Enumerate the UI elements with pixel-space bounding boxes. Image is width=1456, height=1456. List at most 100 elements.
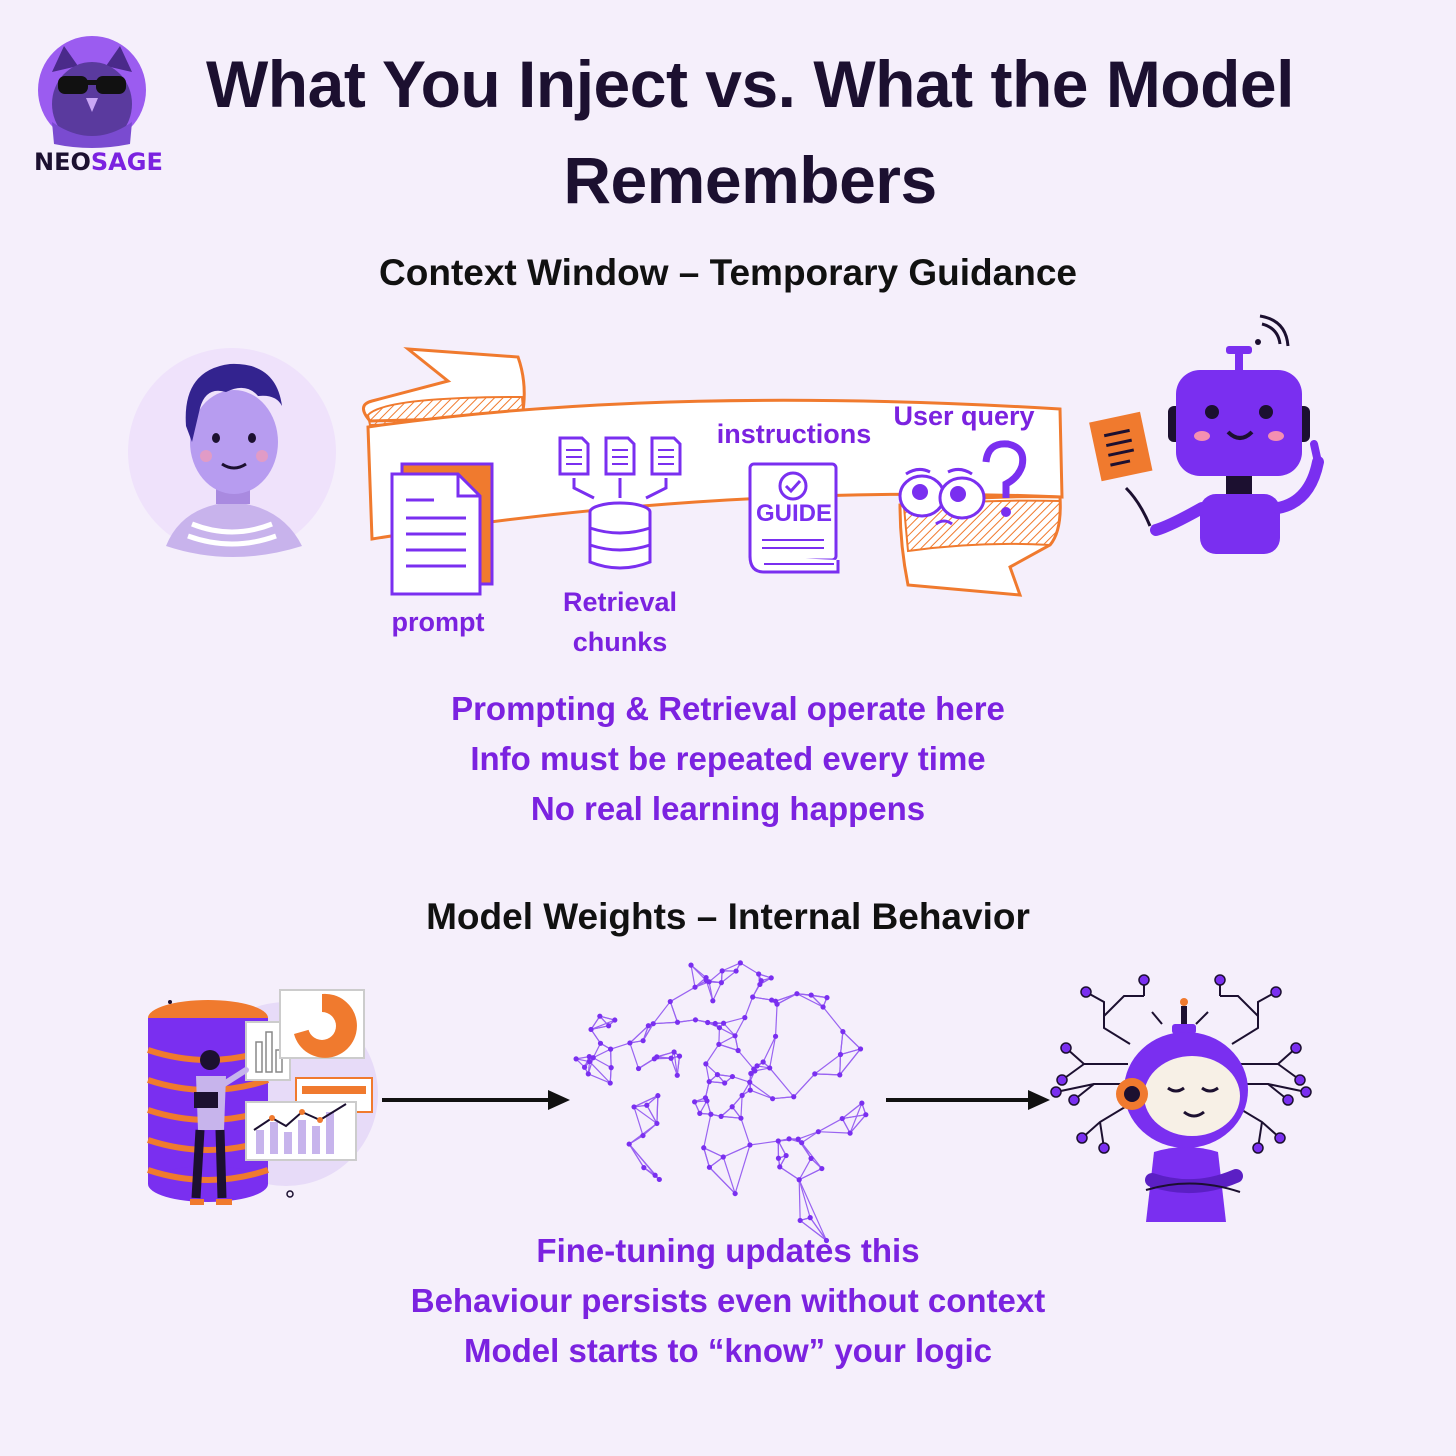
brain-node [760, 1059, 766, 1065]
brain-node [747, 1087, 753, 1093]
brain-node [839, 1115, 845, 1122]
brain-node [718, 1113, 724, 1119]
robot-icon [1089, 314, 1324, 554]
confused-eyes-question-icon [898, 440, 1027, 526]
brain-node [751, 1066, 757, 1072]
page-title: What You Inject vs. What the Model Remem… [206, 47, 1294, 217]
brain-node [815, 1129, 821, 1135]
brain-node [768, 975, 774, 981]
brain-node [750, 994, 756, 1000]
brain-node [586, 1058, 593, 1065]
arrow-right-icon [382, 1090, 570, 1110]
context-bullet-1: Prompting & Retrieval operate here [451, 690, 1005, 727]
brain-node [586, 1054, 592, 1060]
context-bullet-2: Info must be repeated every time [470, 740, 986, 777]
context-window-heading: Context Window – Temporary Guidance [379, 252, 1077, 293]
brain-node [606, 1023, 612, 1029]
brain-node [754, 1063, 760, 1069]
brain-node [656, 1176, 662, 1183]
weights-bullet-2: Behaviour persists even without context [410, 1282, 1046, 1319]
brain-node [786, 1136, 792, 1142]
brain-node [702, 1095, 709, 1101]
brain-node [742, 1015, 748, 1021]
brain-node [703, 1061, 709, 1067]
brain-node [796, 1177, 802, 1183]
brain-node [719, 968, 725, 974]
neural-network-brain-icon [573, 960, 869, 1244]
brain-node [708, 1111, 714, 1117]
brain-node [701, 1145, 707, 1151]
brain-node [671, 1049, 677, 1055]
brain-node [837, 1051, 844, 1058]
brain-node [714, 1071, 721, 1078]
prompt-document-icon [390, 462, 494, 596]
brain-node [732, 1033, 738, 1039]
label-prompt: prompt [391, 607, 485, 637]
brain-node [729, 1104, 735, 1110]
brain-node [706, 1164, 713, 1170]
brain-node [573, 1056, 579, 1062]
person-avatar-icon [128, 348, 336, 557]
brain-node [676, 1053, 683, 1059]
brain-node [791, 1094, 797, 1100]
brain-node [857, 1046, 864, 1052]
weights-bullets: Fine-tuning updates this Behaviour persi… [0, 1226, 1456, 1376]
brain-node [863, 1112, 869, 1118]
brain-node [712, 1020, 718, 1027]
brain-node [735, 1047, 741, 1054]
brain-node [692, 984, 698, 990]
brain-node [608, 1046, 614, 1052]
brain-node [608, 1065, 614, 1071]
brain-node [640, 1132, 646, 1139]
brain-node [812, 1071, 818, 1077]
brain-node [819, 1165, 825, 1172]
brain-node [756, 971, 762, 977]
brain-node [692, 1017, 699, 1023]
weights-bullet-3: Model starts to “know” your logic [463, 1332, 993, 1369]
brain-node [824, 995, 830, 1001]
brain-node [720, 1020, 727, 1026]
model-weights-heading: Model Weights – Internal Behavior [426, 896, 1030, 937]
brain-node [737, 960, 743, 966]
brain-node [823, 1237, 830, 1244]
brain-node [772, 1033, 779, 1039]
brain-node [783, 1152, 789, 1159]
brain-node [631, 1104, 637, 1110]
brand-name-part1: NEO [34, 148, 91, 176]
brain-node [655, 1093, 661, 1099]
brain-node [652, 1172, 658, 1178]
brain-node [607, 1080, 613, 1086]
context-bullet-3: No real learning happens [530, 790, 926, 827]
brain-node [674, 1019, 681, 1025]
brain-node [820, 1004, 826, 1010]
brain-node [640, 1038, 646, 1044]
brain-node [794, 991, 800, 997]
brain-node [635, 1065, 642, 1072]
brain-node [840, 1029, 846, 1035]
brain-node [641, 1165, 647, 1171]
brain-node [747, 1142, 753, 1148]
brain-node [585, 1071, 591, 1077]
brain-node [650, 1021, 656, 1027]
brain-node [722, 1080, 728, 1086]
label-retrieval-line2: chunks [572, 627, 668, 657]
brain-node [720, 1154, 726, 1160]
brain-node [775, 1138, 781, 1144]
brain-node [645, 1023, 651, 1029]
brain-node [688, 962, 694, 968]
brain-node [597, 1040, 604, 1046]
brain-node [654, 1120, 660, 1127]
brain-node [718, 980, 724, 986]
brain-node [808, 1155, 814, 1162]
brain-node [588, 1026, 594, 1033]
brain-node [703, 978, 709, 984]
brain-node [859, 1100, 865, 1106]
brain-node [667, 998, 673, 1005]
retrieval-database-icon [558, 436, 682, 570]
context-window-ribbon [362, 347, 1064, 597]
context-bullets: Prompting & Retrieval operate here Info … [0, 684, 1456, 834]
guide-book-icon: GUIDE [746, 460, 842, 578]
brain-node [770, 1096, 776, 1102]
brain-node [716, 1041, 722, 1047]
brain-node [674, 1072, 680, 1078]
